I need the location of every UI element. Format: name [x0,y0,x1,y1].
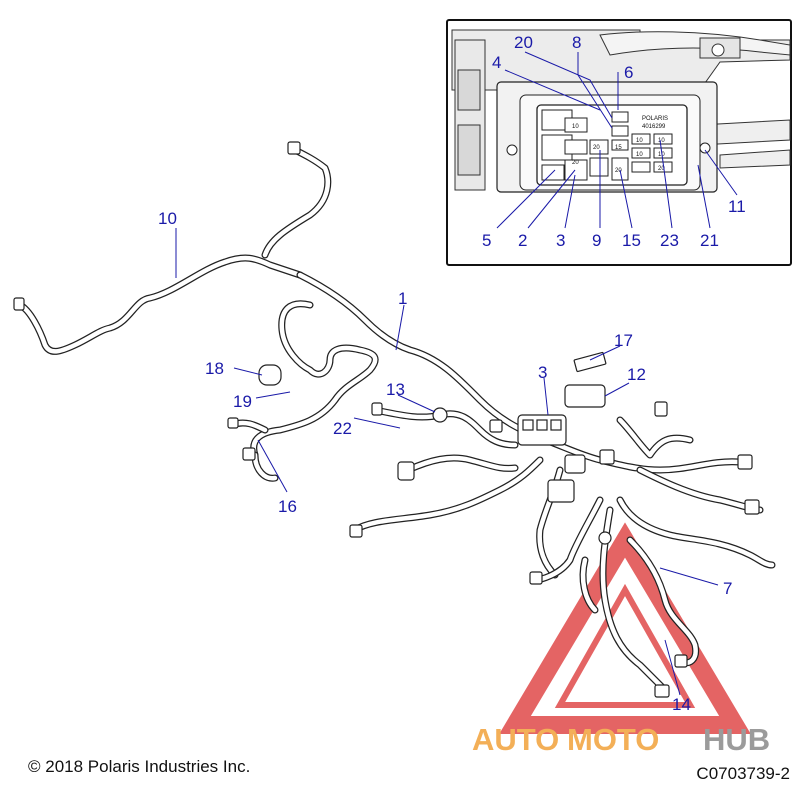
callout-18: 18 [205,359,224,378]
callout-19: 19 [233,392,252,411]
watermark: AUTO MOTO HUB [472,522,770,757]
callout-2: 2 [518,231,527,250]
fuse [522,419,534,431]
connector [654,684,670,698]
connector [529,571,543,585]
connector [349,524,363,538]
callout-11: 11 [728,197,746,216]
callout-1: 1 [398,289,407,308]
connector [547,479,575,503]
grommet [598,531,612,545]
main-callouts: 10 1 17 3 12 18 13 19 22 16 7 14 [158,209,732,714]
callout-22: 22 [333,419,352,438]
connector [654,401,668,417]
callout-17: 17 [614,331,633,350]
component-12 [564,384,606,408]
connector [737,454,753,470]
callout-21: 21 [700,231,719,250]
callout-3: 3 [556,231,565,250]
connector [489,419,503,433]
watermark-moto: MOTO [567,722,659,757]
callout-12: 12 [627,365,646,384]
connector [13,297,25,311]
callout-3: 3 [538,363,547,382]
connector [227,417,239,429]
fuse-number: 15 [615,145,622,151]
connector [564,454,586,474]
callout-20: 20 [514,33,533,52]
component-18 [258,364,282,386]
fuse-number: 20 [615,168,622,174]
main-harness [13,141,776,698]
connector [674,654,688,668]
fuse-number: 10 [572,124,579,130]
fuse-box-label-1: POLARIS [642,116,668,122]
callout-8: 8 [572,33,581,52]
fuse-box-label-2: 4016299 [642,124,666,130]
main-leaders [175,228,719,696]
connector [371,402,383,416]
fuse-number: 10 [636,152,643,158]
callout-10: 10 [158,209,177,228]
callout-14: 14 [672,695,691,714]
callout-4: 4 [492,53,501,72]
fuse-number: 10 [658,138,665,144]
fuse [550,419,562,431]
connector [744,499,760,515]
callout-13: 13 [386,380,405,399]
connector [599,449,615,465]
callout-7: 7 [723,579,732,598]
fuse-number: 20 [593,145,600,151]
fuse [536,419,548,431]
inset-detail: POLARIS 4016299 10 20 20 15 20 10 10 10 … [446,19,792,266]
fuse-number: 20 [658,166,665,172]
fuse-number: 20 [572,160,579,166]
grommet-13 [432,407,448,423]
callout-15: 15 [622,231,641,250]
component-17 [573,351,607,373]
callout-5: 5 [482,231,491,250]
figure-id: C0703739-2 [696,764,790,783]
watermark-auto: AUTO [472,722,559,757]
callout-9: 9 [592,231,601,250]
copyright-text: © 2018 Polaris Industries Inc. [28,757,251,776]
callout-23: 23 [660,231,679,250]
watermark-hub: HUB [703,722,770,757]
connector [397,461,415,481]
fuse-number: 10 [636,138,643,144]
callout-16: 16 [278,497,297,516]
callout-6: 6 [624,63,633,82]
connector [287,141,301,155]
connector [242,447,256,461]
